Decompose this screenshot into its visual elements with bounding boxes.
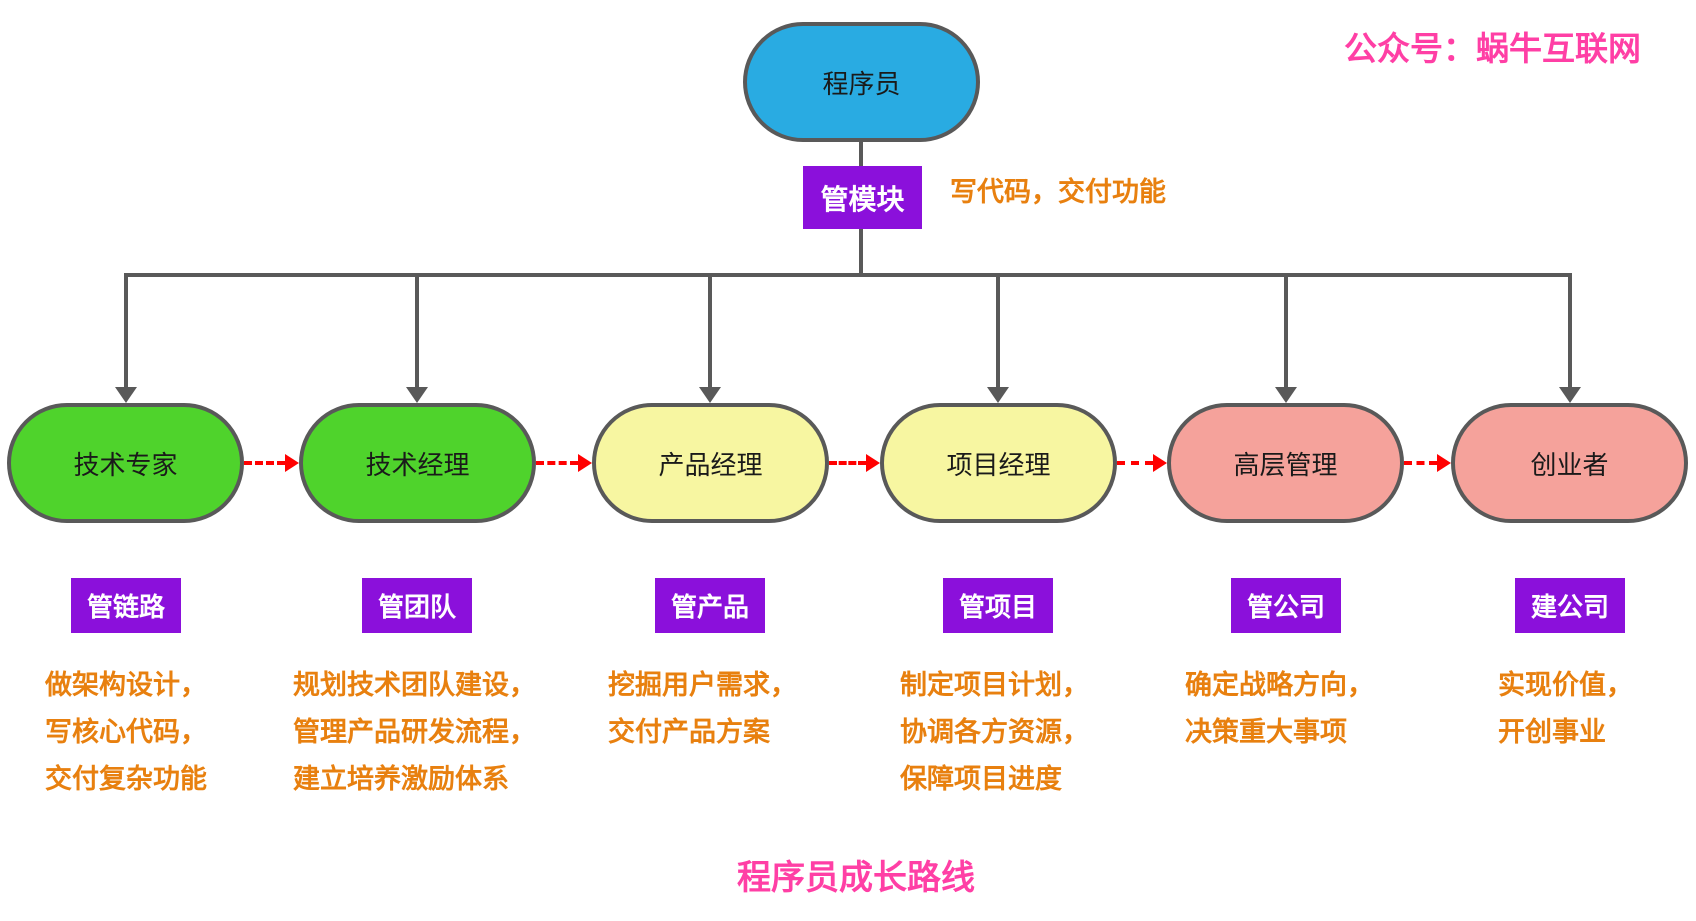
- arrow-right-icon: [578, 454, 592, 472]
- node-tech-manager: 技术经理: [299, 403, 536, 523]
- arrow-right-icon: [866, 454, 880, 472]
- tag-entrepreneur: 建公司: [1515, 578, 1625, 633]
- tag-label: 管项目: [958, 593, 1037, 623]
- connector-branch-2: [415, 273, 419, 387]
- desc-line: 保障项目进度: [900, 764, 1062, 795]
- desc-line: 规划技术团队建设，: [293, 670, 536, 701]
- node-label: 产品经理: [658, 450, 763, 481]
- desc-line: 建立培养激励体系: [293, 764, 509, 795]
- tag-label: 建公司: [1530, 593, 1609, 623]
- dashed-arrow-line: [244, 461, 285, 465]
- tag-tech-manager: 管团队: [362, 578, 472, 633]
- desc-line: 交付复杂功能: [45, 764, 207, 795]
- connector-branch-1: [124, 273, 128, 387]
- tag-label: 管链路: [86, 593, 165, 623]
- node-label: 技术专家: [73, 450, 178, 481]
- tag-tech-expert: 管链路: [71, 578, 181, 633]
- arrow-down-icon: [1559, 387, 1581, 403]
- arrow-right-icon: [285, 454, 299, 472]
- desc-project-manager: 制定项目计划， 协调各方资源， 保障项目进度: [900, 662, 1089, 803]
- node-tech-expert: 技术专家: [7, 403, 244, 523]
- connector-branch-3: [708, 273, 712, 387]
- desc-line: 决策重大事项: [1185, 717, 1347, 748]
- desc-line: 开创事业: [1498, 717, 1606, 748]
- node-project-manager: 项目经理: [880, 403, 1117, 523]
- tag-project-manager: 管项目: [943, 578, 1053, 633]
- desc-line: 管理产品研发流程，: [293, 717, 536, 748]
- dashed-arrow-line: [536, 461, 578, 465]
- arrow-down-icon: [987, 387, 1009, 403]
- desc-line: 做架构设计，: [45, 670, 207, 701]
- desc-line: 挖掘用户需求，: [608, 670, 797, 701]
- arrow-right-icon: [1437, 454, 1451, 472]
- tag-root-label: 管模块: [820, 182, 905, 216]
- desc-senior-management: 确定战略方向， 决策重大事项: [1185, 662, 1374, 756]
- root-note: 写代码，交付功能: [950, 177, 1166, 208]
- node-programmer: 程序员: [743, 22, 980, 142]
- node-entrepreneur: 创业者: [1451, 403, 1688, 523]
- tag-label: 管公司: [1246, 593, 1325, 623]
- connector-trunk: [126, 273, 1572, 277]
- tag-label: 管产品: [670, 593, 749, 623]
- node-label: 创业者: [1530, 450, 1609, 481]
- connector-branch-6: [1568, 273, 1572, 387]
- node-senior-management: 高层管理: [1167, 403, 1404, 523]
- dashed-arrow-line: [1404, 461, 1437, 465]
- node-product-manager: 产品经理: [592, 403, 829, 523]
- desc-line: 确定战略方向，: [1185, 670, 1374, 701]
- arrow-down-icon: [1275, 387, 1297, 403]
- arrow-right-icon: [1153, 454, 1167, 472]
- desc-line: 实现价值，: [1498, 670, 1633, 701]
- desc-line: 写核心代码，: [45, 717, 207, 748]
- tag-senior-management: 管公司: [1231, 578, 1341, 633]
- watermark-text: 公众号：蜗牛互联网: [1344, 29, 1641, 68]
- tag-label: 管团队: [377, 593, 456, 623]
- desc-line: 制定项目计划，: [900, 670, 1089, 701]
- connector-branch-5: [1284, 273, 1288, 387]
- desc-line: 协调各方资源，: [900, 717, 1089, 748]
- connector-branch-4: [996, 273, 1000, 387]
- tag-product-manager: 管产品: [655, 578, 765, 633]
- desc-line: 交付产品方案: [608, 717, 770, 748]
- arrow-down-icon: [115, 387, 137, 403]
- desc-entrepreneur: 实现价值， 开创事业: [1498, 662, 1633, 756]
- desc-product-manager: 挖掘用户需求， 交付产品方案: [608, 662, 797, 756]
- page-title: 程序员成长路线: [737, 858, 975, 898]
- node-label: 项目经理: [946, 450, 1051, 481]
- tag-root: 管模块: [803, 166, 922, 229]
- dashed-arrow-line: [1117, 461, 1153, 465]
- desc-tech-expert: 做架构设计， 写核心代码， 交付复杂功能: [45, 662, 207, 803]
- node-label: 技术经理: [365, 450, 470, 481]
- node-programmer-label: 程序员: [822, 69, 901, 100]
- node-label: 高层管理: [1233, 450, 1338, 481]
- desc-tech-manager: 规划技术团队建设， 管理产品研发流程， 建立培养激励体系: [293, 662, 536, 803]
- dashed-arrow-line: [829, 461, 866, 465]
- arrow-down-icon: [406, 387, 428, 403]
- arrow-down-icon: [699, 387, 721, 403]
